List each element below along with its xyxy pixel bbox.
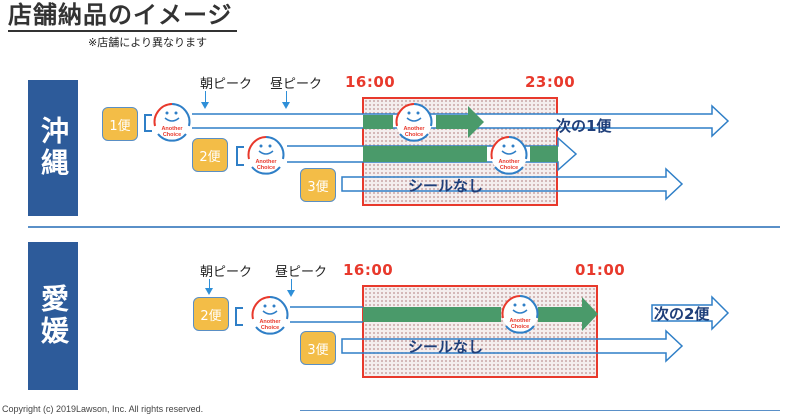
bin-badge-2: 2便 (192, 138, 228, 172)
peak-label-morning: 朝ピーク (200, 77, 253, 92)
logo-text-line1: Another (259, 319, 281, 325)
green-bar (363, 146, 487, 162)
peak-label-noon: 昼ピーク (275, 265, 328, 280)
section-divider (28, 226, 780, 228)
no-seal-label: シールなし (408, 177, 484, 195)
flow-arrow-bin3 (341, 167, 684, 201)
logo-text-line2: Choice (257, 165, 275, 171)
footer-divider (300, 410, 780, 411)
another-choice-logo-icon: Another Choice (153, 103, 191, 142)
logo-text-line1: Another (403, 126, 425, 132)
logo-text-line1: Another (509, 318, 531, 324)
next-bin-label: 次の2便 (654, 305, 710, 323)
logo-text-line2: Choice (511, 324, 529, 330)
another-choice-logo-icon: Another Choice (490, 136, 528, 175)
window-start-time: 16:00 (345, 73, 396, 91)
logo-text-line2: Choice (500, 165, 518, 171)
no-seal-label: シールなし (408, 338, 484, 356)
region-label-okinawa: 沖縄 (28, 80, 78, 216)
bin-badge-3: 3便 (300, 168, 336, 202)
delivery-window-box (362, 285, 598, 378)
bin-badge-1: 1便 (102, 107, 138, 141)
next-bin-arrow (651, 295, 730, 331)
next-bin-label: 次の1便 (556, 117, 612, 135)
logo-text-line1: Another (161, 126, 183, 132)
bin-badge-3: 3便 (300, 331, 336, 365)
bracket (144, 114, 152, 132)
peak-label-morning: 朝ピーク (200, 265, 253, 280)
window-start-time: 16:00 (343, 261, 394, 279)
another-choice-logo-icon: Another Choice (247, 136, 285, 175)
copyright-text: Copyright (c) 2019Lawson, Inc. All right… (2, 404, 204, 414)
logo-text-line2: Choice (163, 132, 181, 138)
logo-text-line2: Choice (261, 325, 279, 331)
another-choice-logo-icon: Another Choice (395, 103, 433, 142)
green-bar (530, 146, 558, 162)
region-label-ehime: 愛媛 (28, 242, 78, 390)
note-text: ※店舗により異なります (88, 36, 207, 49)
peak-arrow-icon (282, 91, 290, 109)
page-title: 店舗納品のイメージ (8, 0, 237, 32)
peak-arrow-icon (201, 91, 209, 109)
peak-arrow-icon (205, 279, 213, 295)
logo-text-line2: Choice (405, 132, 423, 138)
bracket (236, 146, 244, 166)
bin-badge-2: 2便 (193, 297, 229, 331)
peak-label-noon: 昼ピーク (270, 77, 323, 92)
green-bar (363, 115, 393, 129)
flow-arrow-bin2 (290, 306, 363, 323)
flow-arrow-bin3 (341, 329, 684, 363)
green-bar (363, 307, 501, 322)
green-arrow-head (436, 106, 484, 138)
window-end-time: 23:00 (525, 73, 576, 91)
logo-text-line1: Another (498, 159, 520, 165)
peak-arrow-icon (287, 279, 295, 297)
bracket (235, 307, 243, 326)
another-choice-logo-icon: Another Choice (251, 296, 289, 335)
another-choice-logo-icon: Another Choice (501, 295, 539, 334)
logo-text-line1: Another (255, 159, 277, 165)
window-end-time: 01:00 (575, 261, 626, 279)
green-arrow-head (538, 297, 598, 331)
